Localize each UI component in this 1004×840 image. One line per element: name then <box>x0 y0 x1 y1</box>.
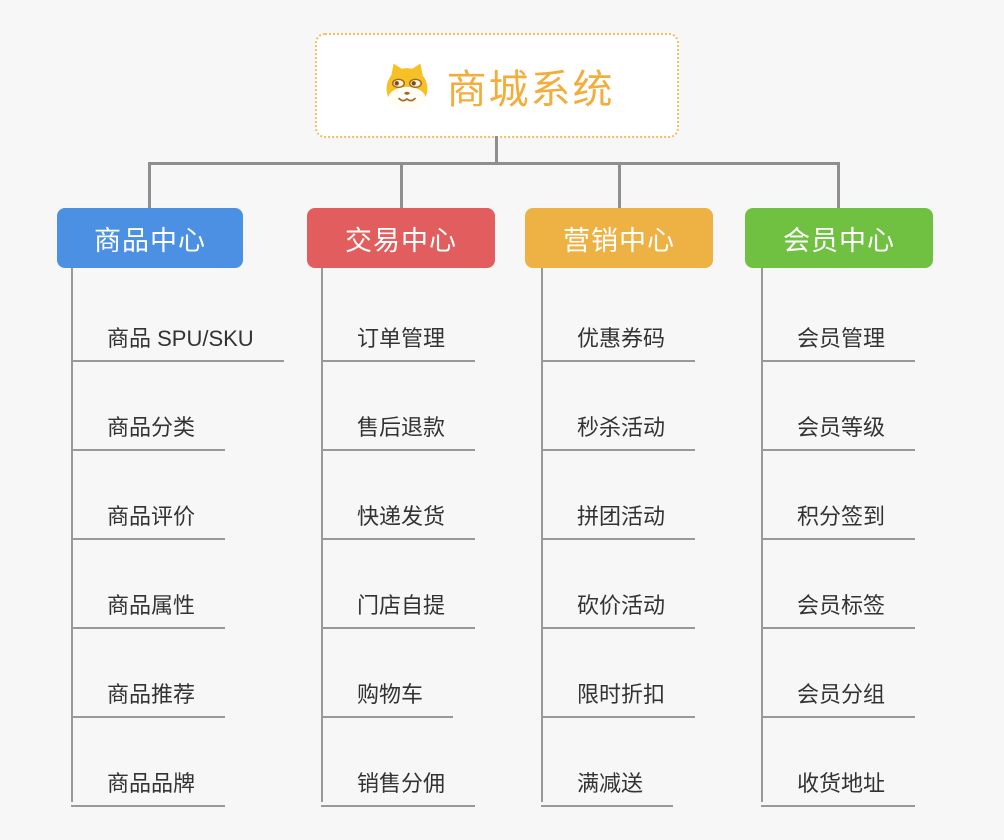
connector-drop-branch-3 <box>837 162 840 210</box>
spine-branch-2 <box>541 268 543 802</box>
leaf-node[interactable]: 商品评价 <box>71 495 226 540</box>
root-title: 商城系统 <box>446 67 615 112</box>
leaf-node[interactable]: 秒杀活动 <box>541 406 696 451</box>
leaf-node[interactable]: 商品品牌 <box>71 762 226 807</box>
connector-drop-branch-0 <box>148 162 151 210</box>
leaf-node[interactable]: 快递发货 <box>321 495 476 540</box>
connector-drop-branch-2 <box>618 162 621 210</box>
connector-drop-branch-1 <box>400 162 403 210</box>
leaf-node[interactable]: 限时折扣 <box>541 673 696 718</box>
leaf-node[interactable]: 会员管理 <box>761 317 916 362</box>
leaf-node[interactable]: 销售分佣 <box>321 762 476 807</box>
leaf-node[interactable]: 会员等级 <box>761 406 916 451</box>
leaf-node[interactable]: 会员标签 <box>761 584 916 629</box>
leaf-node[interactable]: 商品推荐 <box>71 673 226 718</box>
leaf-node[interactable]: 砍价活动 <box>541 584 696 629</box>
spine-branch-1 <box>321 268 323 802</box>
leaf-node[interactable]: 商品分类 <box>71 406 226 451</box>
leaf-node[interactable]: 积分签到 <box>761 495 916 540</box>
leaf-node[interactable]: 购物车 <box>321 673 454 718</box>
leaf-node[interactable]: 商品 SPU/SKU <box>71 317 284 362</box>
branch-node-member[interactable]: 会员中心 <box>745 208 933 268</box>
leaf-node[interactable]: 满减送 <box>541 762 674 807</box>
branch-node-trade[interactable]: 交易中心 <box>307 208 495 268</box>
dog-face-icon <box>380 61 434 111</box>
leaf-node[interactable]: 售后退款 <box>321 406 476 451</box>
branch-node-marketing[interactable]: 营销中心 <box>525 208 713 268</box>
leaf-node[interactable]: 门店自提 <box>321 584 476 629</box>
leaf-node[interactable]: 订单管理 <box>321 317 476 362</box>
branch-node-product[interactable]: 商品中心 <box>57 208 243 268</box>
leaf-node[interactable]: 优惠券码 <box>541 317 696 362</box>
root-node[interactable]: 商城系统 <box>315 33 679 138</box>
leaf-node[interactable]: 拼团活动 <box>541 495 696 540</box>
spine-branch-0 <box>71 268 73 802</box>
leaf-node[interactable]: 收货地址 <box>761 762 916 807</box>
connector-horizontal <box>148 162 840 165</box>
leaf-node[interactable]: 会员分组 <box>761 673 916 718</box>
connector-root-drop <box>495 136 498 164</box>
leaf-node[interactable]: 商品属性 <box>71 584 226 629</box>
spine-branch-3 <box>761 268 763 802</box>
